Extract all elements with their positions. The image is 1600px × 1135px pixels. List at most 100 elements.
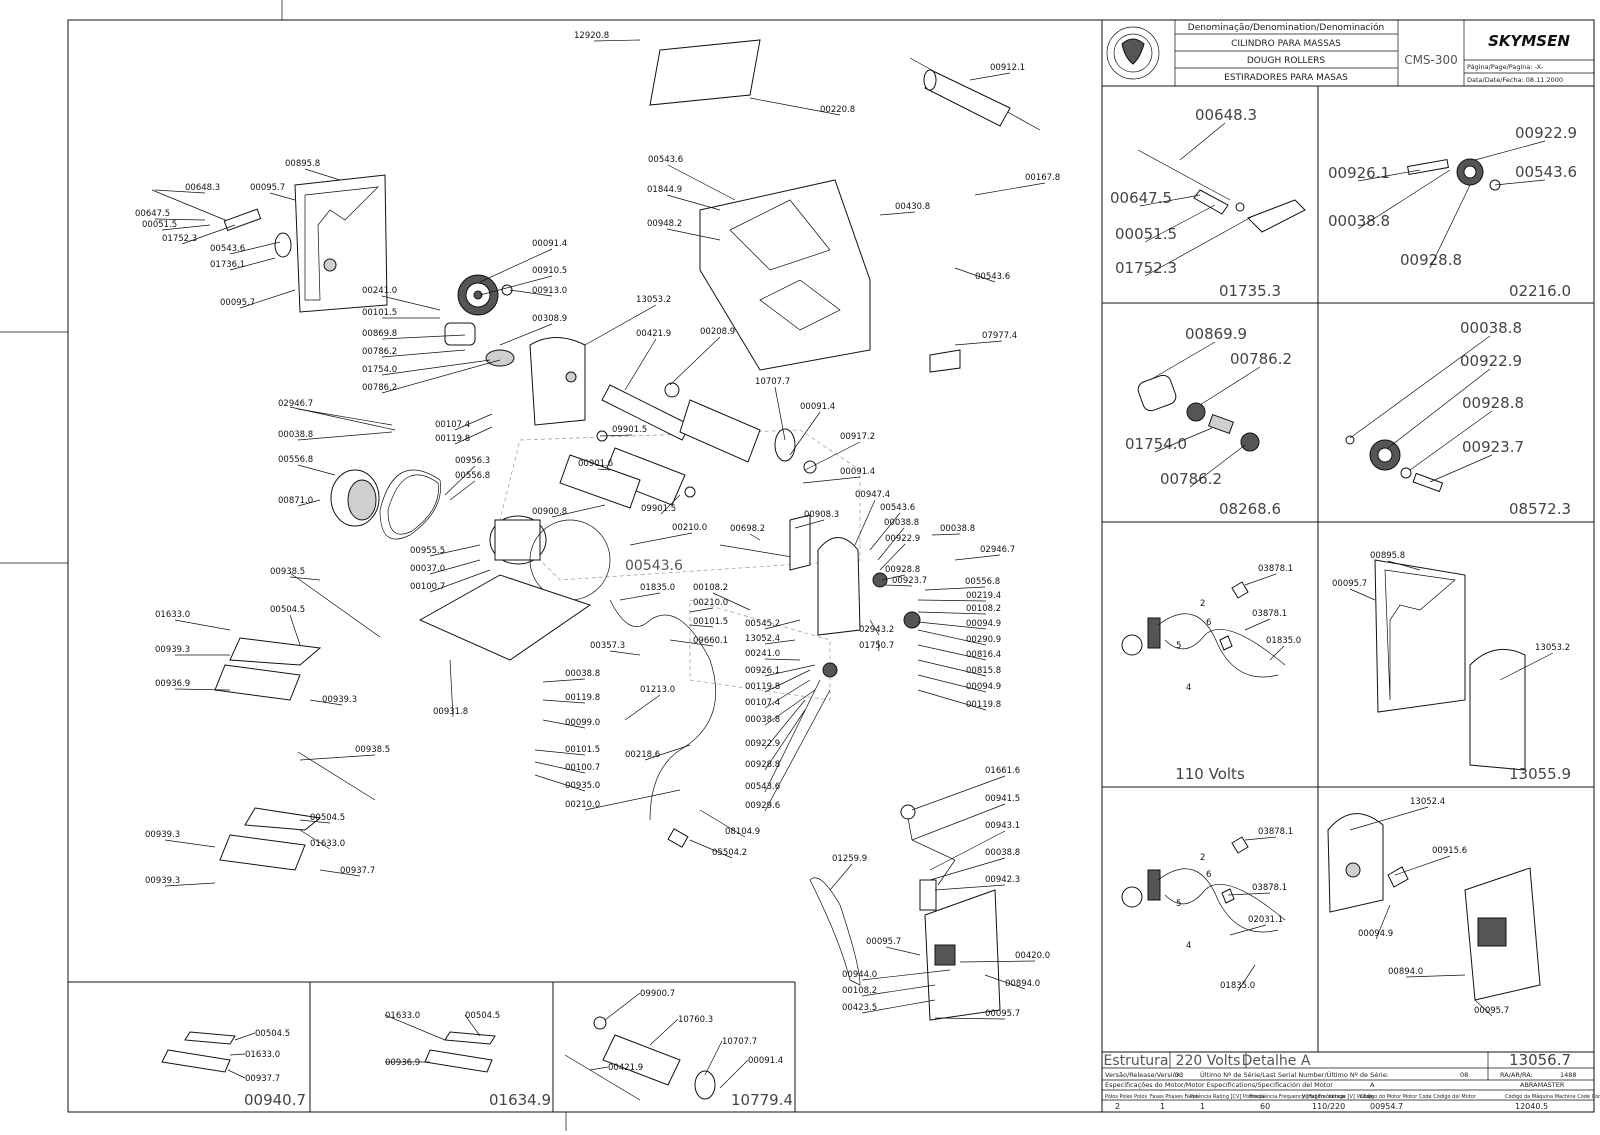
leader-line <box>869 512 901 551</box>
part-label: 01754.0 <box>362 365 397 375</box>
leader-line <box>704 1040 723 1076</box>
leader-line <box>917 644 987 661</box>
code-letter: A <box>1370 1081 1375 1089</box>
leader-line <box>454 413 493 431</box>
leader-line <box>381 334 466 340</box>
leader-line <box>984 974 1026 990</box>
bottom-part-label: 00504.5 <box>255 1029 290 1039</box>
leader-line <box>164 882 216 887</box>
leader-line <box>1227 892 1271 896</box>
leader-line <box>644 744 691 761</box>
leader-line <box>584 304 657 346</box>
part-label: 00219.4 <box>966 591 1001 601</box>
part-label: 00108.2 <box>966 604 1001 614</box>
panel-part-label: 00647.5 <box>1110 189 1172 207</box>
leader-line <box>764 619 801 630</box>
shaft-00648 <box>151 189 231 223</box>
bottom-part-label: 00091.4 <box>748 1056 783 1066</box>
leader-line <box>1394 855 1451 876</box>
leader-line <box>534 774 586 792</box>
part-label: 12920.8 <box>574 31 609 41</box>
leader-line <box>181 224 236 245</box>
gear-housing-13053 <box>529 337 586 426</box>
leader-line <box>1269 645 1285 661</box>
panel-part-label: 00095.7 <box>1332 579 1367 589</box>
panel-part-label: 00038.8 <box>1460 319 1522 337</box>
leader-line <box>297 408 393 426</box>
leader-line <box>381 349 466 358</box>
leader-line <box>689 624 714 628</box>
motor-00955: 00543.6 <box>489 515 683 601</box>
motor-col-header: Potência Rating [CV] Potencia <box>1190 1093 1264 1100</box>
leader-line <box>959 960 1036 963</box>
part-label: 00094.9 <box>966 682 1001 692</box>
leader-line <box>449 480 476 501</box>
part-label: 00210.0 <box>565 800 600 810</box>
leader-line <box>227 1069 246 1079</box>
part-label: 00955.5 <box>410 546 445 556</box>
panel-id: 08268.6 <box>1219 500 1281 518</box>
leader-line <box>764 658 801 661</box>
revision-block: Estrutura 220 Volts Detalhe A 13056.7 Ve… <box>1102 1051 1600 1111</box>
leader-line <box>917 629 987 646</box>
part-label: 01736.1 <box>210 260 245 270</box>
part-label: 00922.9 <box>745 739 780 749</box>
panel-part-label: 03878.1 <box>1252 609 1287 619</box>
leader-line <box>764 669 811 693</box>
leader-line <box>689 607 714 613</box>
part-label: 00901.6 <box>578 459 613 469</box>
motor-col-header: Voltagem Voltage [V] Voltaje <box>1302 1094 1373 1100</box>
serial-value: 08 <box>1460 1071 1468 1079</box>
part-label: 00241.0 <box>745 649 780 659</box>
part-label: 00956.3 <box>455 456 490 466</box>
panel-part-label: 4 <box>1186 941 1191 951</box>
part-label: 02946.7 <box>980 545 1015 555</box>
panel-part-labels: 01735.300648.300647.500051.501752.302216… <box>227 106 1577 1109</box>
part-label: 00038.8 <box>745 715 780 725</box>
leader-line <box>667 164 736 201</box>
leader-line <box>929 830 1006 871</box>
leader-line <box>1237 964 1256 992</box>
leader-line <box>829 863 853 891</box>
leader-line <box>542 719 586 729</box>
part-label: 09901.5 <box>641 504 676 514</box>
panel-part-label: 00895.8 <box>1370 551 1405 561</box>
leader-line <box>164 839 216 848</box>
leader-line <box>479 275 553 296</box>
part-label: 00928.8 <box>885 565 920 575</box>
panel-part-label: 01835.0 <box>1220 981 1255 991</box>
panel-part-label: 00051.5 <box>1115 225 1177 243</box>
panel-part-label: 4 <box>1186 683 1191 693</box>
motor-col-header: Freqüência Frequency [Hz] Frecuencia <box>1250 1093 1345 1100</box>
leader-line <box>619 592 661 601</box>
ra-label: RA/AR/RA: <box>1500 1071 1533 1079</box>
leader-line <box>551 504 606 518</box>
leader-line <box>764 679 821 793</box>
part-label: 00119.8 <box>565 693 600 703</box>
panel-id: 02216.0 <box>1509 282 1571 300</box>
panel-id: 110 Volts <box>1175 765 1245 783</box>
leader-line <box>917 621 987 630</box>
leader-line <box>304 168 341 181</box>
leader-line <box>1375 904 1391 940</box>
leader-line <box>609 650 641 656</box>
panel-part-label: 00922.9 <box>1515 124 1577 142</box>
part-label: 00101.5 <box>565 745 600 755</box>
part-label: 00543.6 <box>880 503 915 513</box>
part-label: 00107.4 <box>745 698 780 708</box>
part-label: 00051.5 <box>142 220 177 230</box>
leader-line <box>509 289 553 297</box>
panel-part-label: 13052.4 <box>1410 797 1445 807</box>
part-label: 02946.7 <box>278 399 313 409</box>
leader-line <box>666 228 721 241</box>
leader-line <box>229 1053 246 1056</box>
leader-line <box>789 411 821 456</box>
part-label: 00108.2 <box>693 583 728 593</box>
part-label: 00420.0 <box>1015 951 1050 961</box>
leader-line <box>1349 335 1491 439</box>
part-label: 00119.8 <box>745 682 780 692</box>
model-code: CMS-300 <box>1404 53 1458 67</box>
belt <box>379 469 441 540</box>
leader-line <box>479 248 553 283</box>
leader-line <box>289 576 321 581</box>
